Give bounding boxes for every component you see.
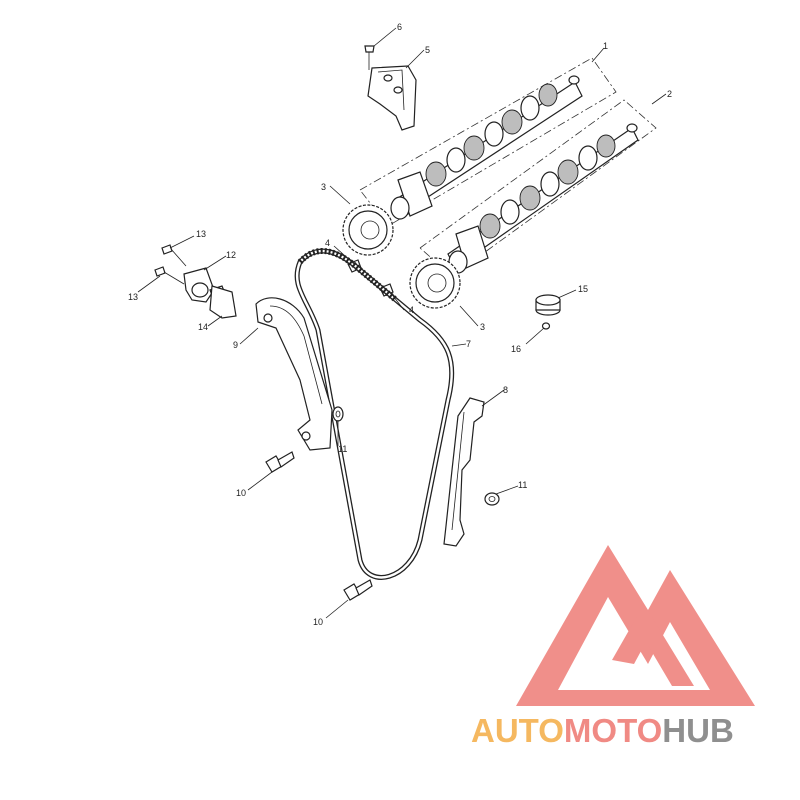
- camshaft-1: [359, 57, 617, 227]
- chain-guide-fixed: [443, 397, 485, 547]
- callout-2: 2: [667, 89, 672, 99]
- callout-13-lower: 13: [128, 292, 138, 302]
- cover-plug: [535, 294, 561, 316]
- camshaft-2: [419, 99, 657, 277]
- callout-4-upper: 4: [325, 238, 330, 248]
- callout-labels: 1 2 3 3 4 4 5 6 7 8 9 10 10 11 11 12 13 …: [128, 22, 672, 627]
- washer-guide: [332, 406, 344, 422]
- callout-11-guide: 11: [338, 444, 347, 454]
- washer-fixed-guide: [484, 492, 500, 506]
- wordmark-moto: MOTO: [563, 712, 663, 749]
- callout-7: 7: [466, 339, 471, 349]
- wordmark-auto: AUTO: [471, 712, 564, 749]
- callout-5: 5: [425, 45, 430, 55]
- callout-9: 9: [233, 340, 238, 350]
- callout-6: 6: [397, 22, 402, 32]
- leader-lines: [137, 27, 667, 619]
- watermark-logo-mark: [516, 545, 755, 706]
- callout-1: 1: [603, 41, 608, 51]
- callout-8: 8: [503, 385, 508, 395]
- tensioner-gasket: [209, 285, 237, 319]
- logo-inner-g: [612, 604, 694, 686]
- small-cap: [541, 322, 551, 330]
- callout-12: 12: [226, 250, 236, 260]
- timing-chain: [294, 248, 455, 580]
- callout-15: 15: [578, 284, 588, 294]
- callout-3-upper: 3: [321, 182, 326, 192]
- wordmark-hub: HUB: [662, 712, 734, 749]
- pivot-bolt-lower: [343, 579, 373, 601]
- callout-10-lower: 10: [313, 617, 323, 627]
- sprocket-upper: [342, 204, 394, 256]
- chain-guide-tensioner-side: [255, 297, 333, 451]
- watermark-wordmark: AUTOMOTOHUB: [471, 712, 734, 750]
- callout-3-lower: 3: [480, 322, 485, 332]
- tensioner-bolt-lower: [154, 266, 185, 285]
- cam-bearing-bracket: [367, 65, 417, 131]
- callout-4-lower: 4: [409, 305, 414, 315]
- callout-16: 16: [511, 344, 521, 354]
- callout-10-upper: 10: [236, 488, 246, 498]
- callout-14: 14: [198, 322, 208, 332]
- bracket-bolt: [364, 45, 375, 70]
- tensioner-bolt-upper: [161, 244, 187, 267]
- sprocket-lower: [409, 257, 461, 309]
- callout-13-upper: 13: [196, 229, 206, 239]
- callout-11-fixed: 11: [518, 480, 527, 490]
- pivot-bolt-upper: [265, 451, 295, 473]
